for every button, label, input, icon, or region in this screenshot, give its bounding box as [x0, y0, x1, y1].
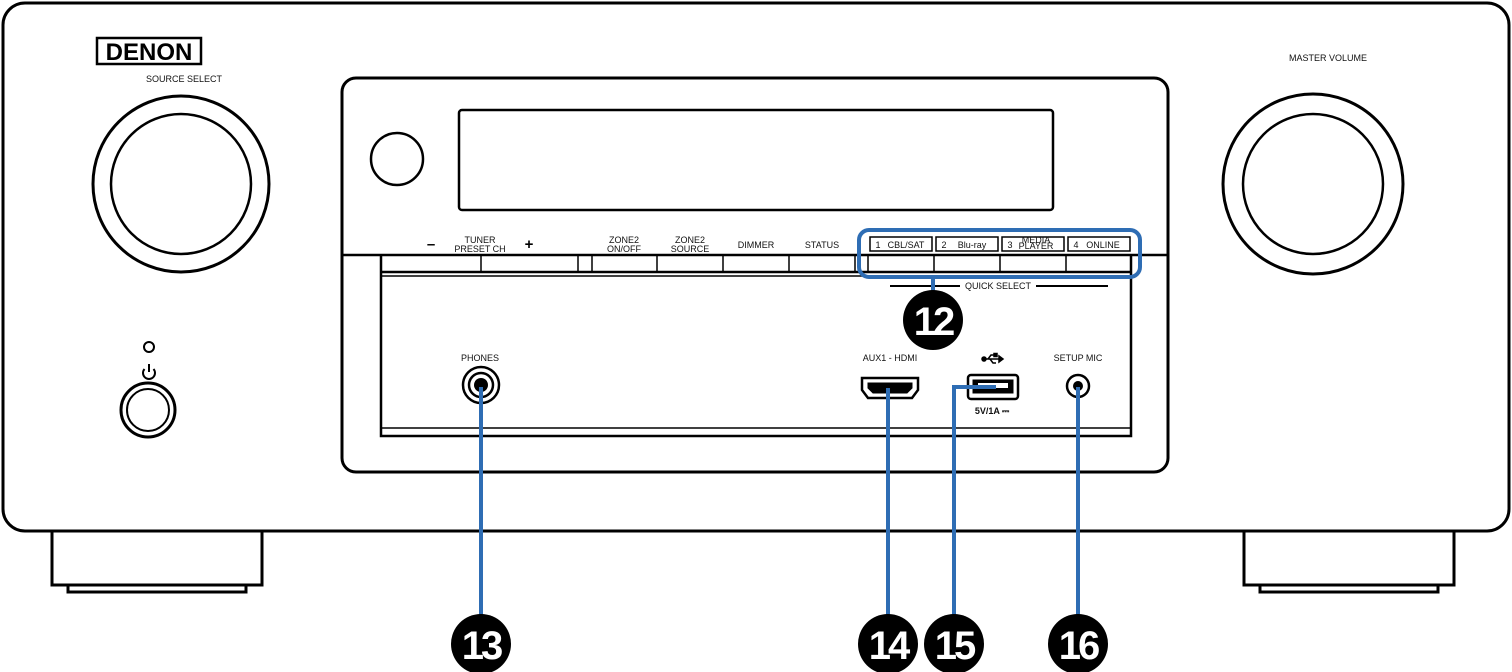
callout-leaders	[479, 385, 1080, 622]
source-select-knob[interactable]	[91, 94, 271, 274]
usb-rating-label: 5V/1A ⎓	[975, 406, 1010, 416]
quick-select-4-button[interactable]	[1067, 256, 1130, 271]
quick-select-3-button[interactable]	[1001, 256, 1065, 271]
zone2-source-label-line2: SOURCE	[671, 244, 710, 254]
phones-label: PHONES	[461, 353, 499, 363]
callout-12-number: 12	[914, 300, 954, 344]
callout-13-number: 13	[462, 624, 502, 668]
button-separators	[480, 255, 1067, 272]
setup-mic-label: SETUP MIC	[1054, 353, 1103, 363]
zone2-onoff-button[interactable]	[593, 256, 656, 271]
quick-select-3-label-line1: MEDIA	[1022, 235, 1051, 245]
usb-icon	[981, 352, 1005, 364]
tuner-preset-label-line2: PRESET CH	[454, 244, 505, 254]
quick-select-1-num: 1	[875, 240, 880, 250]
callout-15-number: 15	[935, 624, 976, 668]
left-foot	[50, 530, 264, 594]
status-label: STATUS	[805, 240, 839, 250]
tuner-preset-plus-button[interactable]	[482, 256, 577, 271]
aux1-hdmi-label: AUX1 - HDMI	[863, 353, 918, 363]
tuner-preset-minus-button[interactable]	[382, 256, 480, 271]
quick-select-highlight	[857, 228, 1142, 279]
master-volume-label: MASTER VOLUME	[1289, 53, 1367, 63]
callout-14-number: 14	[869, 624, 911, 668]
callout-15-badge: 15	[924, 614, 984, 672]
phones-jack[interactable]	[461, 365, 501, 405]
quick-select-2-label: Blu-ray	[958, 240, 987, 250]
dimmer-label: DIMMER	[738, 240, 775, 250]
quick-select-4-num: 4	[1073, 240, 1078, 250]
remote-sensor	[369, 131, 425, 187]
zone2-onoff-label-line1: ZONE2	[609, 235, 639, 245]
power-icon	[142, 364, 156, 380]
callout-16-number: 16	[1059, 624, 1099, 668]
quick-select-1-label: CBL/SAT	[888, 240, 925, 250]
power-button[interactable]	[119, 381, 177, 439]
denon-logo: DENON	[95, 36, 203, 66]
quick-select-2-num: 2	[941, 240, 946, 250]
right-foot	[1242, 530, 1456, 594]
zone2-source-button[interactable]	[658, 256, 722, 271]
tuner-minus-label: –	[427, 236, 435, 253]
display-window	[457, 108, 1055, 212]
quick-select-4-label: ONLINE	[1086, 240, 1120, 250]
tuner-preset-label-line1: TUNER	[465, 235, 496, 245]
quick-select-caption: QUICK SELECT	[965, 281, 1032, 291]
quick-select-3-label-line2: PLAYER	[1019, 241, 1054, 251]
source-select-label: SOURCE SELECT	[146, 74, 223, 84]
zone2-source-label-line1: ZONE2	[675, 235, 705, 245]
callout-16-badge: 16	[1048, 614, 1108, 672]
quick-select-label-boxes	[869, 236, 1131, 252]
callout-12-badge: 12	[903, 290, 963, 350]
zone2-onoff-label-line2: ON/OFF	[607, 244, 641, 254]
quick-select-1-button[interactable]	[869, 256, 933, 271]
tuner-plus-label: +	[525, 236, 534, 253]
callout-14-badge: 14	[858, 614, 918, 672]
dimmer-button[interactable]	[724, 256, 788, 271]
master-volume-knob[interactable]	[1221, 92, 1405, 276]
status-button[interactable]	[790, 256, 854, 271]
brand-text: DENON	[106, 39, 193, 66]
power-indicator	[143, 341, 155, 353]
quick-select-3-num: 3	[1007, 240, 1012, 250]
callout-13-badge: 13	[451, 614, 511, 672]
quick-select-2-button[interactable]	[935, 256, 999, 271]
